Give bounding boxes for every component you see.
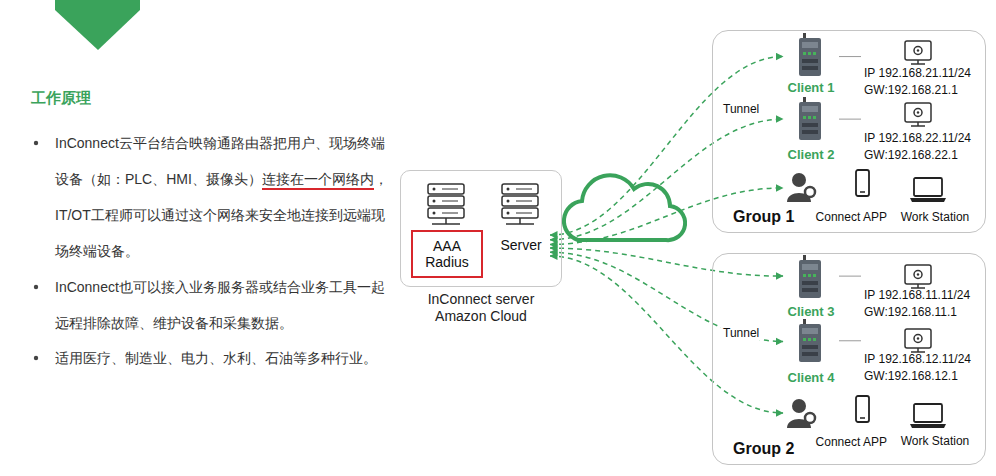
- monitor-icon: [905, 41, 931, 64]
- tunnel-label: Tunnel: [721, 326, 761, 340]
- node-text: Work Station: [901, 434, 969, 449]
- node-text: Server: [500, 237, 541, 253]
- terminal-device: IP 192.168.21.11/24 GW:192.168.21.1: [861, 39, 990, 99]
- server-frame: [400, 170, 562, 287]
- node-text: Client 1: [788, 80, 835, 95]
- person-icon: [787, 173, 815, 202]
- section-heading: 工作原理: [31, 89, 91, 108]
- node-text: IP 192.168.22.11/24 GW:192.168.22.1: [864, 130, 990, 164]
- bullet-text: 适用医疗、制造业、电力、水利、石油等多种行业。: [55, 350, 377, 366]
- monitor-icon: [905, 329, 931, 352]
- group-box: Group 1Client 1IP 192.168.21.11/24 GW:19…: [712, 30, 986, 233]
- terminal-device: IP 192.168.11.11/24 GW:192.168.11.1: [861, 263, 990, 321]
- tunnel-link: [550, 252, 783, 341]
- cloud: [564, 175, 685, 240]
- router-node: Client 2: [783, 98, 839, 162]
- node-text: Client 3: [788, 304, 835, 319]
- person-icon: [787, 399, 815, 428]
- bullet-paragraph: InConnect云平台结合映翰通路由器把用户、现场终端设备（如：PLC、HMI…: [55, 125, 395, 269]
- bullet-dot: [34, 356, 38, 360]
- node-text: IP 192.168.21.11/24 GW:192.168.21.1: [864, 65, 990, 99]
- tunnel-link: [550, 256, 783, 413]
- node-text: Client 4: [788, 370, 835, 385]
- app-client: Connect APP: [783, 394, 891, 450]
- laptop-icon: [910, 178, 946, 202]
- group-box: Group 2Client 3IP 192.168.11.11/24 GW:19…: [712, 253, 986, 465]
- phone-icon: [856, 170, 869, 196]
- node-text: InConnect server Amazon Cloud: [411, 291, 551, 325]
- phone-icon: [856, 396, 869, 422]
- monitor-icon: [905, 103, 931, 126]
- router-icon: [799, 97, 821, 140]
- auth-box: AAA Radius: [411, 230, 483, 278]
- workstation: Work Station: [894, 401, 976, 449]
- node-text: Group 2: [733, 439, 794, 458]
- lan-link: [839, 119, 861, 120]
- lan-link: [839, 56, 861, 57]
- server-icon: [428, 184, 464, 224]
- lan-link: [839, 340, 861, 341]
- server-box: Server: [492, 232, 550, 258]
- terminal-device: IP 192.168.22.11/24 GW:192.168.22.1: [861, 102, 990, 164]
- router-icon: [799, 255, 821, 298]
- bullet-text: InConnect也可以接入业务服务器或结合业务工具一起远程排除故障、维护设备和…: [55, 279, 385, 331]
- app-client: Connect APP: [783, 167, 891, 225]
- node-text: IP 192.168.11.11/24 GW:192.168.11.1: [864, 287, 990, 321]
- node-text: Work Station: [901, 210, 969, 225]
- router-icon: [799, 319, 821, 362]
- terminal-device: IP 192.168.12.11/24 GW:192.168.12.1: [861, 327, 990, 385]
- bullet-paragraph: InConnect也可以接入业务服务器或结合业务工具一起远程排除故障、维护设备和…: [55, 269, 395, 341]
- node-text: Group 1: [733, 207, 794, 226]
- highlight-text: 连接在一个网络内: [262, 171, 374, 190]
- bullet-dot: [34, 141, 38, 145]
- node-text: AAA Radius: [413, 238, 481, 270]
- node-text: Client 2: [788, 147, 835, 162]
- lan-link: [839, 276, 861, 277]
- laptop-icon: [910, 404, 946, 428]
- server-region: InConnect server Amazon Cloud AAA Radius S…: [400, 170, 562, 325]
- router-node: Client 3: [783, 255, 839, 319]
- node-text: Connect APP: [816, 210, 887, 225]
- bullet-paragraph: 适用医疗、制造业、电力、水利、石油等多种行业。: [55, 340, 395, 376]
- banner: [55, 0, 140, 50]
- router-node: Client 1: [783, 34, 839, 95]
- workstation: Work Station: [894, 173, 976, 225]
- tunnel-label: Tunnel: [721, 102, 761, 116]
- server-icon: [502, 184, 538, 224]
- router-icon: [799, 33, 821, 76]
- node-text: IP 192.168.12.11/24 GW:192.168.12.1: [864, 351, 990, 385]
- monitor-icon: [905, 265, 931, 288]
- bullet-dot: [34, 285, 38, 289]
- router-node: Client 4: [783, 319, 839, 385]
- node-text: Connect APP: [816, 435, 887, 450]
